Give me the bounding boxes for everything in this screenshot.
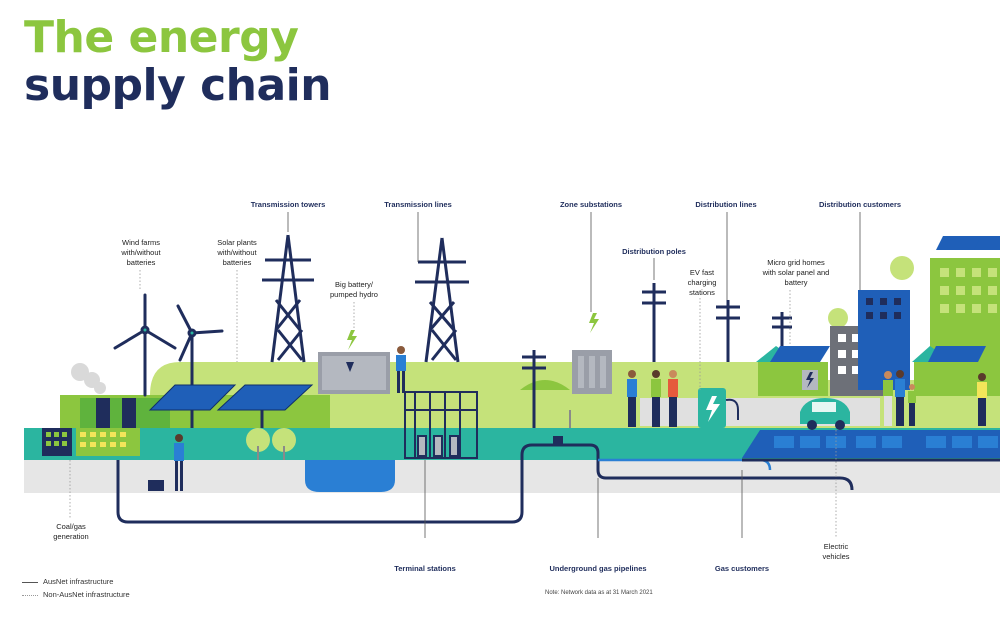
solar-farm bbox=[148, 384, 314, 428]
legend-ausnet: AusNet infrastructure bbox=[22, 577, 113, 586]
pond bbox=[305, 460, 395, 492]
label-micro-grid: Micro grid homes with solar panel and ba… bbox=[762, 258, 830, 287]
header-underground-gas-pipelines: Underground gas pipelines bbox=[549, 564, 647, 573]
family bbox=[883, 370, 987, 426]
train bbox=[742, 430, 1000, 462]
header-distribution-poles: Distribution poles bbox=[622, 247, 686, 256]
header-distribution-customers: Distribution customers bbox=[818, 200, 902, 209]
footnote: Note: Network data as at 31 March 2021 bbox=[545, 590, 653, 596]
legend-dotted-line bbox=[22, 594, 38, 596]
worker-2 bbox=[148, 434, 184, 491]
legend-non-ausnet: Non-AusNet infrastructure bbox=[22, 590, 130, 599]
header-terminal-stations: Terminal stations bbox=[394, 564, 456, 573]
title-line-2: supply chain bbox=[24, 60, 332, 111]
transmission-tower-1 bbox=[262, 234, 314, 363]
worker-1 bbox=[396, 346, 406, 393]
people-group bbox=[627, 370, 678, 427]
leader-lines bbox=[69, 212, 861, 538]
label-solar-plants: Solar plants with/without batteries bbox=[217, 238, 257, 267]
label-electric-vehicles: Electric vehicles bbox=[822, 542, 850, 561]
gas-valve bbox=[553, 436, 563, 446]
distribution-pole-1 bbox=[522, 350, 546, 428]
big-battery bbox=[318, 330, 390, 394]
title-line-1: The energy bbox=[24, 12, 299, 63]
transmission-tower-2 bbox=[415, 237, 469, 363]
header-gas-customers: Gas customers bbox=[714, 564, 770, 573]
header-distribution-lines: Distribution lines bbox=[695, 200, 757, 209]
coal-gas-plant bbox=[42, 363, 140, 456]
label-coal-gas: Coal/gas generation bbox=[53, 522, 89, 541]
legend-solid-line bbox=[22, 581, 38, 583]
distribution-pole-3 bbox=[716, 300, 740, 362]
zone-substation bbox=[572, 313, 612, 394]
label-big-battery: Big battery/ pumped hydro bbox=[330, 280, 378, 299]
terminal-station bbox=[404, 391, 478, 459]
electric-car bbox=[800, 398, 850, 430]
label-wind-farms: Wind farms with/without batteries bbox=[121, 238, 161, 267]
header-zone-substations: Zone substations bbox=[559, 200, 623, 209]
ev-charging-station bbox=[698, 388, 739, 428]
distribution-pole-2 bbox=[642, 283, 666, 362]
header-transmission-lines: Transmission lines bbox=[384, 200, 452, 209]
legend-non-ausnet-label: Non-AusNet infrastructure bbox=[43, 590, 130, 599]
label-ev-charging: EV fast charging stations bbox=[687, 268, 717, 297]
distribution-pole-4 bbox=[772, 312, 792, 350]
micro-grid-home-1 bbox=[756, 346, 830, 396]
header-transmission-towers: Transmission towers bbox=[250, 200, 326, 209]
gas-pipeline bbox=[116, 443, 854, 524]
micro-grid-home-2 bbox=[912, 346, 986, 396]
legend-ausnet-label: AusNet infrastructure bbox=[43, 577, 114, 586]
page-title: The energy supply chain bbox=[24, 12, 332, 111]
wind-turbine-1 bbox=[113, 293, 177, 397]
